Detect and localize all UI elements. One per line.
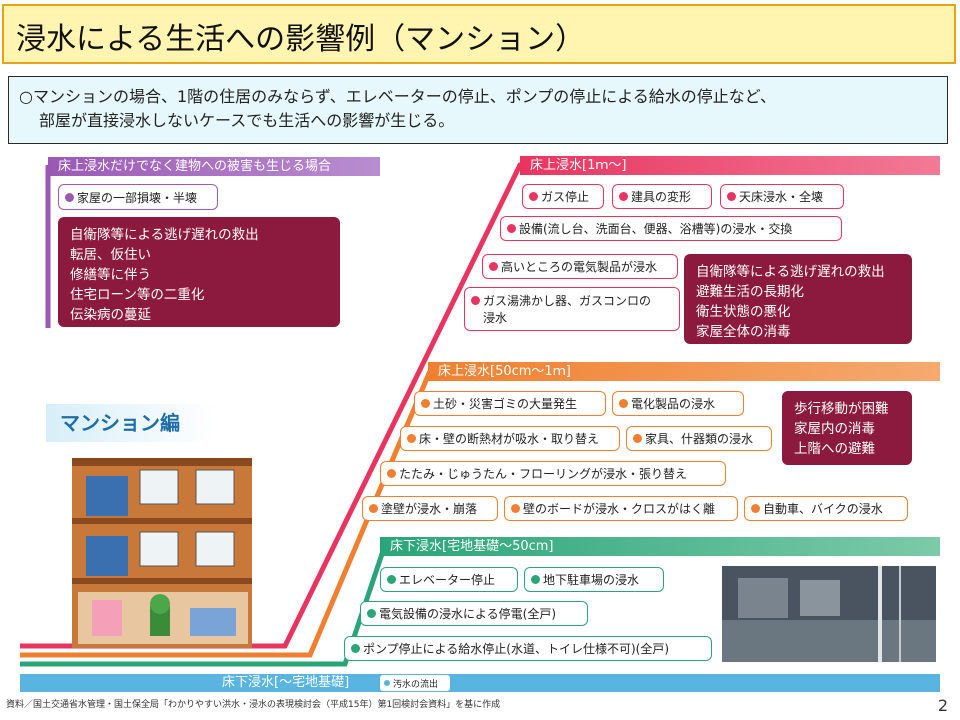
building-illustration bbox=[72, 458, 252, 648]
item-label: エレベーター停止 bbox=[399, 573, 496, 587]
item-label: 地下駐車場の浸水 bbox=[543, 573, 640, 587]
box-line: 家屋内の消毒 bbox=[794, 421, 875, 437]
summary-line-1: ○マンションの場合、1階の住居のみならず、エレベーターの停止、ポンプの停止による… bbox=[19, 87, 776, 106]
bullet-icon bbox=[384, 680, 390, 686]
bullet-icon bbox=[421, 399, 430, 408]
bullet-icon bbox=[351, 644, 360, 653]
gas-heater-text: ガス湯沸かし器、ガスコンロの 浸水 bbox=[483, 293, 651, 327]
bullet-icon bbox=[367, 609, 376, 618]
page-title: 浸水による生活への影響例（マンション） bbox=[16, 22, 586, 57]
vehicle-item: 自動車、バイクの浸水 bbox=[744, 496, 908, 521]
water-supply-stop-item: ポンプ停止による給水停止(水道、トイレ仕様不可)(全戸) bbox=[344, 636, 712, 661]
above-50cm-box: 歩行移動が困難 家屋内の消毒 上階への避難 bbox=[782, 391, 912, 465]
bullet-icon bbox=[529, 192, 538, 201]
below-ground-header-label: 床下浸水[～宅地基礎] bbox=[222, 675, 350, 690]
debris-item: 土砂・災害ゴミの大量発生 bbox=[414, 391, 606, 416]
bullet-icon bbox=[633, 434, 642, 443]
flooring-item: たたみ・じゅうたん・フローリングが浸水・張り替え bbox=[380, 461, 726, 486]
box-line: 家屋全体の消毒 bbox=[696, 324, 791, 340]
parking-photo bbox=[722, 566, 936, 662]
item-label: 塗壁が浸水・崩落 bbox=[381, 502, 478, 516]
box-line: 歩行移動が困難 bbox=[794, 401, 889, 417]
source-footnote: 資料／国土交通省水管理・国土保全局「わかりやすい洪水・浸水の表現検討会（平成15… bbox=[6, 700, 501, 710]
item-label: 建具の変形 bbox=[631, 190, 692, 204]
fittings-item: 建具の変形 bbox=[612, 184, 712, 209]
item-label: 高いところの電気製品が浸水 bbox=[501, 260, 658, 274]
bullet-icon bbox=[751, 504, 760, 513]
bullet-icon bbox=[65, 192, 74, 202]
plaster-wall-item: 塗壁が浸水・崩落 bbox=[362, 496, 498, 521]
furniture-item: 家具、什器類の浸水 bbox=[626, 426, 772, 451]
item-label: 家屋の一部損壊・半壊 bbox=[77, 190, 198, 205]
item-label: 床・壁の断熱材が吸水・取り替え bbox=[419, 432, 600, 446]
item-label: 自動車、バイクの浸水 bbox=[763, 502, 883, 516]
summary-box: ○マンションの場合、1階の住居のみならず、エレベーターの停止、ポンプの停止による… bbox=[8, 76, 948, 144]
item-label: 電化製品の浸水 bbox=[631, 397, 716, 411]
page-number: 2 bbox=[937, 696, 948, 715]
bullet-icon bbox=[619, 192, 628, 201]
bullet-icon bbox=[387, 575, 396, 584]
ceiling-flood-item: 天床浸水・全壊 bbox=[720, 184, 844, 209]
title-bar: 浸水による生活への影響例（マンション） bbox=[2, 4, 956, 64]
bullet-icon bbox=[471, 296, 480, 305]
below-ground-header: 床下浸水[～宅地基礎] bbox=[222, 674, 349, 692]
bullet-icon bbox=[489, 262, 498, 271]
item-label: 電気設備の浸水による停電(全戸) bbox=[379, 607, 557, 621]
above-1m-header: 床上浸水[1ｍ～] bbox=[520, 156, 940, 175]
item-label-line: 浸水 bbox=[483, 311, 508, 325]
box-line: 住宅ローン等の二重化 bbox=[70, 287, 205, 303]
item-label: 設備(流し台、洗面台、便器、浴槽等)の浸水・交換 bbox=[519, 222, 793, 236]
power-outage-item: 電気設備の浸水による停電(全戸) bbox=[360, 601, 588, 626]
above-50cm-header-label: 床上浸水[50cm～1ｍ] bbox=[438, 364, 571, 379]
box-line: 修繕等に伴う bbox=[70, 267, 151, 283]
box-line: 転居、仮住い bbox=[70, 247, 151, 263]
bullet-icon bbox=[511, 504, 520, 513]
mansion-label: マンション編 bbox=[46, 404, 216, 442]
lightblue-band bbox=[20, 674, 940, 692]
summary-line-2: 部屋が直接浸水しないケースでも生活への影響が生じる。 bbox=[39, 111, 455, 130]
above-1m-header-label: 床上浸水[1ｍ～] bbox=[530, 158, 627, 173]
high-appliance-item: 高いところの電気製品が浸水 bbox=[482, 254, 678, 279]
gas-heater-item: ガス湯沸かし器、ガスコンロの 浸水 bbox=[464, 287, 680, 331]
item-label: 土砂・災害ゴミの大量発生 bbox=[433, 397, 578, 411]
gas-stop-item: ガス停止 bbox=[522, 184, 604, 209]
elevator-stop-item: エレベーター停止 bbox=[380, 567, 518, 592]
bullet-icon bbox=[387, 469, 396, 478]
above-50cm-header: 床上浸水[50cm～1ｍ] bbox=[428, 362, 940, 381]
bullet-icon bbox=[531, 575, 540, 584]
above-1m-box: 自衛隊等による逃げ遅れの救出 避難生活の長期化 衛生状態の悪化 家屋全体の消毒 bbox=[684, 254, 912, 344]
item-label-line: ガス湯沸かし器、ガスコンロの bbox=[483, 294, 652, 308]
box-line: 自衛隊等による逃げ遅れの救出 bbox=[70, 227, 259, 243]
item-label: ガス停止 bbox=[541, 190, 590, 204]
below-floor-header: 床下浸水[宅地基礎～50cm] bbox=[380, 537, 940, 556]
item-label: ポンプ停止による給水停止(水道、トイレ仕様不可)(全戸) bbox=[363, 642, 670, 656]
building-damage-box: 自衛隊等による逃げ遅れの救出 転居、仮住い 修繕等に伴う 住宅ローン等の二重化 … bbox=[58, 217, 340, 327]
building-damage-header-label: 床上浸水だけでなく建物への被害も生じる場合 bbox=[58, 159, 332, 174]
building-damage-header: 床上浸水だけでなく建物への被害も生じる場合 bbox=[48, 157, 380, 176]
appliance-flood-item: 電化製品の浸水 bbox=[612, 391, 744, 416]
bullet-icon bbox=[369, 504, 378, 513]
item-label: 天床浸水・全壊 bbox=[739, 190, 824, 204]
bullet-icon bbox=[619, 399, 628, 408]
box-line: 避難生活の長期化 bbox=[696, 284, 804, 300]
item-label: たたみ・じゅうたん・フローリングが浸水・張り替え bbox=[399, 467, 688, 481]
wall-board-item: 壁のボードが浸水・クロスがはく離 bbox=[504, 496, 738, 521]
box-line: 衛生状態の悪化 bbox=[696, 304, 791, 320]
item-label: 家具、什器類の浸水 bbox=[645, 432, 754, 446]
item-label: 汚水の流出 bbox=[393, 679, 439, 690]
sewage-item: 汚水の流出 bbox=[380, 675, 450, 691]
box-line: 上階への避難 bbox=[794, 441, 875, 457]
box-line: 伝染病の蔓延 bbox=[70, 307, 151, 323]
insulation-item: 床・壁の断熱材が吸水・取り替え bbox=[400, 426, 620, 451]
bullet-icon bbox=[507, 224, 516, 233]
partial-collapse-item: 家屋の一部損壊・半壊 bbox=[58, 184, 218, 210]
bullet-icon bbox=[727, 192, 736, 201]
underground-parking-item: 地下駐車場の浸水 bbox=[524, 567, 664, 592]
item-label: 壁のボードが浸水・クロスがはく離 bbox=[523, 502, 716, 516]
below-floor-header-label: 床下浸水[宅地基礎～50cm] bbox=[390, 539, 554, 554]
box-line: 自衛隊等による逃げ遅れの救出 bbox=[696, 264, 885, 280]
fixtures-item: 設備(流し台、洗面台、便器、浴槽等)の浸水・交換 bbox=[500, 216, 842, 241]
bullet-icon bbox=[407, 434, 416, 443]
